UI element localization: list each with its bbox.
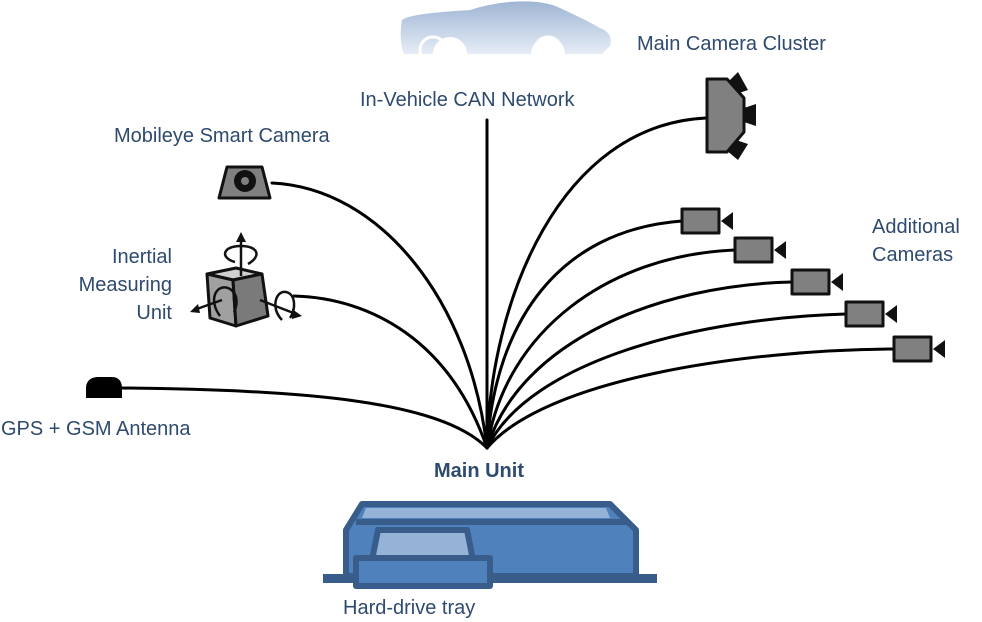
wire-additional-camera-2 [485, 248, 737, 450]
hard-drive-tray-icon [353, 527, 493, 589]
car-silhouette-icon [400, 1, 611, 65]
wire-additional-camera-1 [485, 219, 684, 450]
wire-gps-antenna [120, 386, 489, 450]
wire-mobileye-camera [270, 181, 489, 450]
wire-bundle [120, 116, 896, 450]
antenna-icon [86, 377, 122, 398]
wire-additional-camera-3 [485, 280, 794, 450]
imu-label-line2: Measuring [78, 274, 172, 296]
main-camera-cluster-label: Main Camera Cluster [637, 33, 826, 55]
wire-additional-camera-5 [485, 347, 896, 450]
imu-label-line1: Inertial [111, 246, 172, 268]
imu-label-line3: Unit [136, 302, 172, 324]
video-camera-icon [680, 207, 733, 235]
wire-imu [292, 294, 489, 450]
mobileye-camera-label: Mobileye Smart Camera [114, 125, 330, 147]
wire-main-camera-cluster [485, 116, 708, 450]
smart-camera-icon [217, 165, 272, 200]
additional-cameras-group [680, 207, 945, 363]
wire-additional-camera-4 [485, 312, 848, 450]
video-camera-icon [790, 268, 843, 296]
imu-cube-icon [190, 232, 302, 328]
main-unit-label: Main Unit [434, 460, 524, 482]
camera-cluster-icon [705, 72, 756, 160]
additional-cameras-label-line1: Additional [872, 216, 960, 238]
video-camera-icon [844, 300, 897, 328]
additional-cameras-label-line2: Cameras [872, 244, 954, 266]
video-camera-icon [733, 236, 786, 264]
video-camera-icon [892, 335, 945, 363]
gps-antenna-label: GPS + GSM Antenna [1, 418, 191, 440]
hard-drive-tray-label: Hard-drive tray [343, 597, 476, 619]
can-network-label: In-Vehicle CAN Network [360, 89, 575, 111]
